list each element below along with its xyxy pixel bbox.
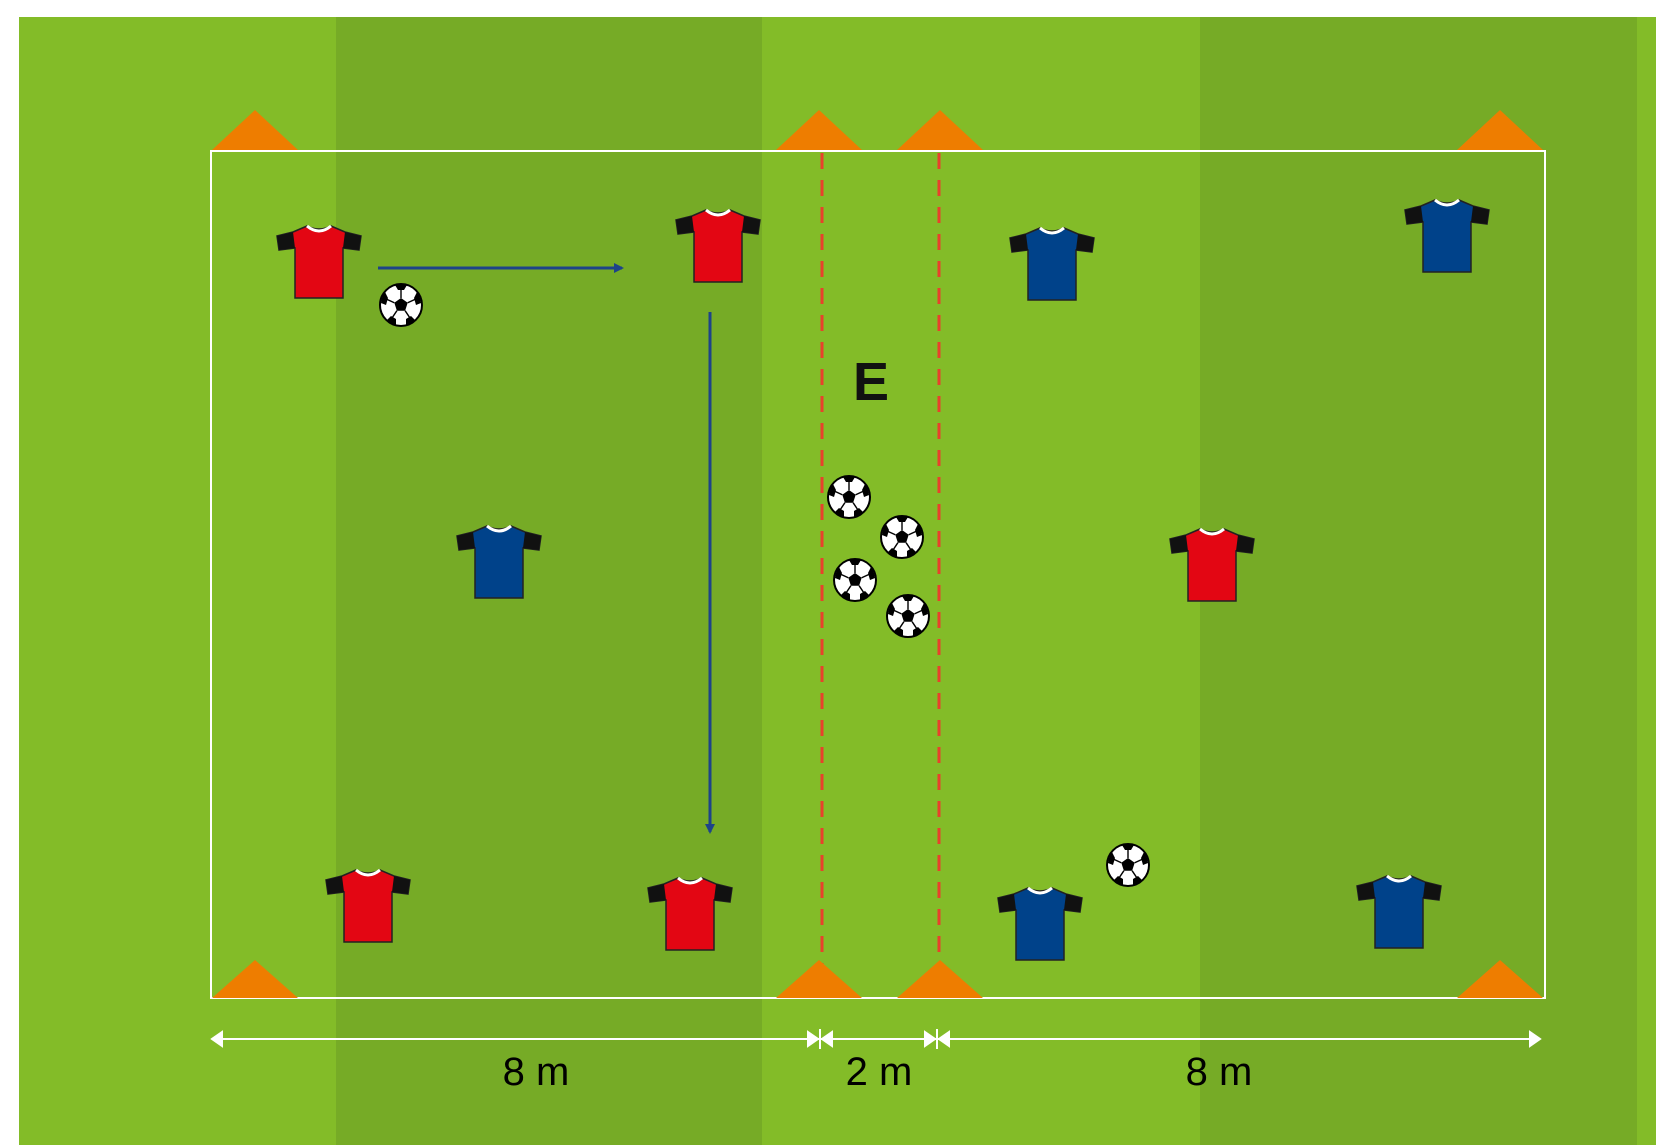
- measurement-label-left: 8 m: [503, 1050, 570, 1094]
- soccer-ball-icon: [828, 476, 870, 518]
- soccer-ball-icon: [881, 516, 923, 558]
- measurement-label-middle: 2 m: [846, 1050, 913, 1094]
- zone-label: E: [853, 352, 889, 412]
- soccer-ball-icon: [1107, 844, 1149, 886]
- soccer-ball-icon: [887, 595, 929, 637]
- measurement-label-right: 8 m: [1186, 1050, 1253, 1094]
- soccer-ball-icon: [380, 284, 422, 326]
- soccer-ball-icon: [834, 559, 876, 601]
